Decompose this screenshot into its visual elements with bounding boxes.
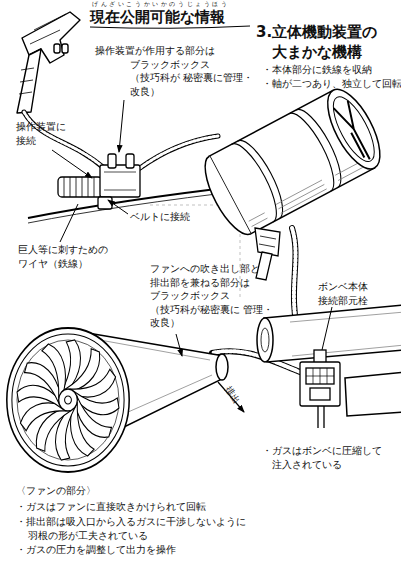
operating-handle: [19, 68, 34, 94]
callout-text: ファンへの吹き出し部と 排出部を兼ねる部分は ブラックボックス （技巧科が秘密裏…: [150, 262, 274, 330]
tank-valve: [300, 362, 340, 406]
tank-valve: [306, 368, 334, 384]
leader-arrow: [176, 334, 182, 356]
leader-arrow: [60, 204, 78, 242]
exhaust-label: 排出: [222, 384, 242, 406]
title-underline: [90, 26, 250, 28]
black-box-mechanism: [126, 154, 134, 168]
fan: [65, 396, 72, 404]
belt-clip: [255, 228, 280, 256]
note-text: ・本体部分に鉄線を収納: [262, 64, 372, 77]
black-box-mechanism: [64, 177, 94, 197]
gas-tank: [257, 305, 401, 416]
black-box-mechanism: [108, 154, 116, 168]
callout-text: ベルトに接続: [130, 210, 190, 224]
black-box-mechanism: [98, 197, 112, 209]
note-text: ・軸が二つあり、独立して回転: [262, 78, 401, 91]
leader-arrow: [52, 100, 332, 412]
furigana: げんざいこうかいかのうじょうほう: [92, 0, 242, 8]
gas-tank: [257, 318, 273, 362]
wire-drum: [248, 160, 364, 228]
fan: [7, 328, 129, 472]
callout-text: 操作装置が作用する部分は ブラックボックス （技巧科が 秘密裏に管理・改良）: [95, 44, 260, 98]
leader-arrow: [52, 150, 92, 178]
leader-arrow: [218, 382, 244, 412]
fan: [17, 340, 119, 460]
tank-valve: [310, 388, 330, 400]
gas-tank: [345, 372, 401, 416]
tank-valve: [306, 368, 334, 384]
wire-drum: [317, 82, 390, 177]
fan: [12, 334, 124, 466]
control-cable: [24, 112, 218, 168]
tank-valve: [318, 406, 324, 428]
black-box-mechanism: [58, 177, 102, 197]
operating-handle: [17, 12, 80, 113]
wire-drum: [325, 91, 382, 167]
tank-valve: [300, 350, 340, 428]
black-box-mechanism: [100, 165, 140, 197]
section-heading: 〈ファンの部分〉: [16, 484, 96, 498]
black-box-mechanism: [104, 172, 136, 190]
fan-nozzle: [216, 354, 228, 380]
note-text: ・ガスはファンに直接吹きかけられて回転: [16, 500, 206, 514]
fan: [7, 328, 129, 472]
gas-tank: [264, 305, 401, 362]
wire-drum: [334, 101, 377, 163]
operating-handle: [62, 44, 68, 53]
title-underline: [90, 26, 250, 28]
section-title: 3.立体機動装置の 大まかな機構: [256, 22, 400, 63]
leader-arrow: [108, 200, 128, 214]
callout-text: 操作装置に 接続: [16, 120, 74, 147]
leader-arrow: [119, 100, 124, 152]
header-text: 現在公開可能な情報: [90, 7, 225, 27]
note-text: ・排出部は吸入口から入るガスに干渉しないように 羽根の形が工夫されている: [16, 515, 280, 542]
operating-handle: [17, 49, 41, 113]
note-text: ・ガスはボンベに圧縮して 注入されている: [262, 444, 400, 471]
fan: [59, 389, 78, 411]
callout-text: 巨人等に刺すための ワイヤ（鉄線）: [18, 243, 122, 270]
wire-drum: [195, 156, 250, 241]
leader-arrow: [322, 307, 332, 350]
operating-handle: [54, 44, 60, 53]
note-text: ・ガスの圧力を調整して出力を操作: [16, 543, 176, 557]
gas-tank: [290, 312, 401, 356]
operating-handle: [30, 14, 66, 44]
gas-tank: [261, 328, 269, 352]
belt-clip: [259, 236, 276, 247]
wire-drum: [195, 82, 390, 241]
callout-text: ボンベ本体 接続部元栓: [318, 280, 392, 307]
